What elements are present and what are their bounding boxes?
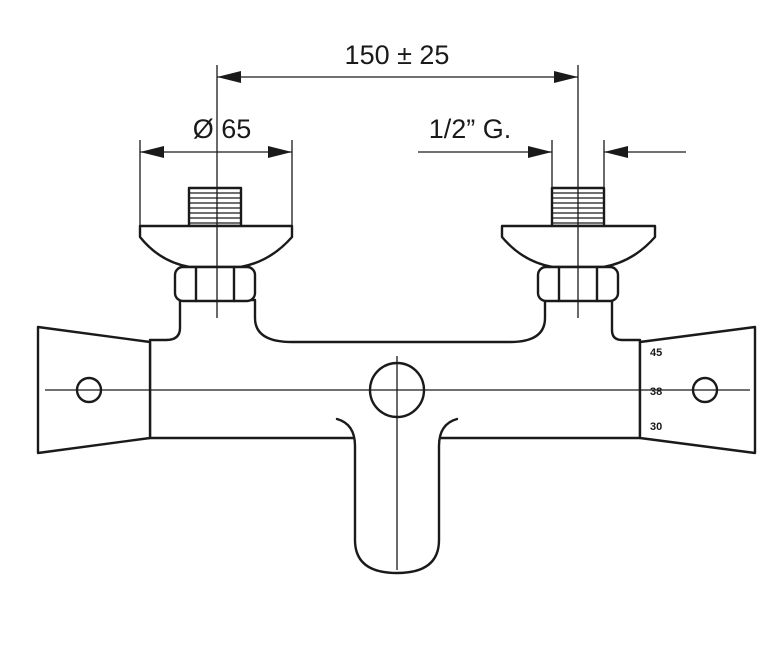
dimension-center-distance: 150 ± 25 [217, 40, 578, 83]
center-distance-label: 150 ± 25 [345, 40, 450, 70]
left-nut [173, 265, 257, 303]
temperature-scale: 45 38 30 [650, 347, 662, 433]
dimension-diameter: Ø 65 [139, 114, 293, 226]
arrowhead-icon [604, 146, 628, 158]
thread-label: 1/2” G. [429, 114, 512, 144]
diameter-label: Ø 65 [193, 114, 252, 144]
arrowhead-icon [217, 71, 241, 83]
temperature-mark: 30 [650, 421, 662, 433]
temperature-mark: 38 [650, 386, 662, 398]
dimension-thread: 1/2” G. [418, 114, 686, 188]
arrowhead-icon [268, 146, 292, 158]
arrowhead-icon [554, 71, 578, 83]
arrowhead-icon [528, 146, 552, 158]
left-connector [138, 186, 294, 303]
arrowhead-icon [140, 146, 164, 158]
center-lines [45, 65, 750, 570]
left-escutcheon [138, 224, 294, 269]
temperature-mark: 45 [650, 347, 662, 359]
